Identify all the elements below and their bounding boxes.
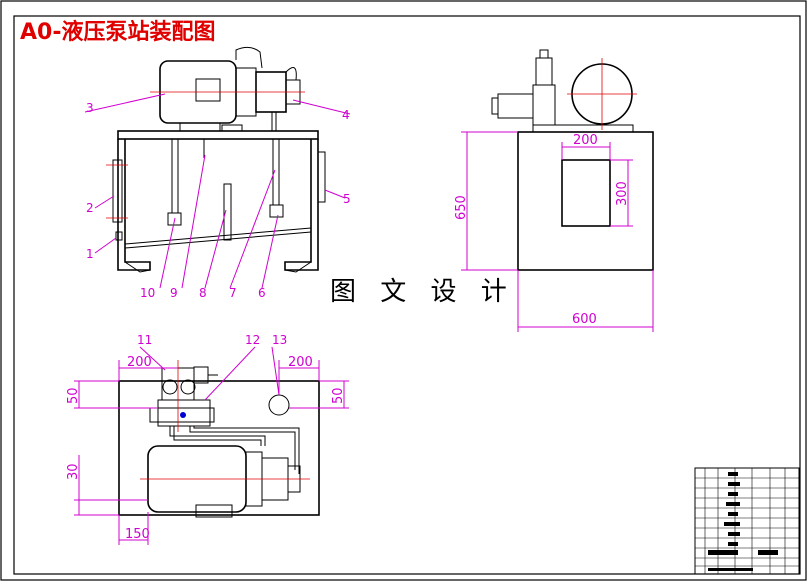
top-tank-outline: [118, 380, 320, 516]
top-valve-knob-left: [162, 379, 178, 395]
coupling-hatch: [221, 124, 243, 132]
title-block-grid: [695, 468, 799, 574]
top-dim-50-left-text: 50: [66, 387, 81, 404]
title-block-text-marks: [708, 472, 778, 571]
side-tank: [517, 131, 654, 271]
top-leaders: [139, 346, 280, 401]
baffle-plate: [223, 183, 232, 241]
part-label-4: 4: [342, 108, 350, 122]
part-label-9: 9: [170, 286, 178, 300]
tank-feet: [124, 261, 312, 273]
part-label-6: 6: [258, 286, 266, 300]
top-dim-30-text: 30: [66, 463, 81, 480]
part-label-8: 8: [199, 286, 207, 300]
watermark-text: 图 文 设 计: [330, 277, 515, 307]
part-label-13: 13: [272, 333, 287, 347]
front-leaders: [84, 93, 351, 289]
drawing-title: A0-液压泵站装配图: [20, 19, 215, 45]
top-dim-50-right-text: 50: [331, 387, 346, 404]
pump-hose: [285, 67, 297, 81]
top-pressure-pipe: [189, 426, 300, 474]
side-window: [561, 159, 611, 227]
side-view: 650 600 200 300: [454, 49, 654, 332]
top-directional-valve: [149, 407, 215, 423]
motor-cable: [235, 46, 263, 69]
side-valve-cap: [539, 49, 549, 59]
side-valve-top: [535, 57, 553, 86]
side-valve-block: [532, 84, 556, 126]
dim-650-text: 650: [454, 195, 469, 220]
top-dim-200-left-text: 200: [127, 355, 152, 370]
top-motor-base: [195, 504, 233, 518]
top-dim-200-right-text: 200: [288, 355, 313, 370]
tank-bottom-sloped: [124, 227, 312, 245]
part-label-12: 12: [245, 333, 260, 347]
suction-filter-left: [167, 212, 182, 226]
top-filler-cap: [268, 394, 290, 416]
top-valve-port: [180, 412, 186, 418]
inner-border: [13, 15, 801, 575]
top-valve-knob-right: [180, 379, 196, 395]
front-view: 3 4 5 2 1 10 9 8 7 6: [84, 46, 351, 300]
top-return-pipe: [169, 426, 266, 446]
top-dim-150-text: 150: [125, 527, 150, 542]
title-block: [694, 467, 800, 575]
part-label-1: 1: [86, 247, 94, 261]
tank-walls: [117, 139, 319, 271]
side-pump: [497, 93, 534, 119]
side-cover: [317, 151, 326, 203]
side-top-plate: [532, 124, 634, 133]
tank-top-plate: [117, 130, 319, 140]
return-filter-right: [269, 204, 284, 218]
part-label-5: 5: [343, 192, 351, 206]
part-label-7: 7: [229, 286, 237, 300]
part-label-2: 2: [86, 201, 94, 215]
part-label-3: 3: [86, 101, 94, 115]
part-label-11: 11: [137, 333, 152, 347]
drain-plug: [115, 231, 123, 241]
motor-terminal-box: [195, 78, 221, 102]
title-block-frame: [694, 467, 800, 575]
side-pump-end: [491, 97, 499, 115]
part-label-10: 10: [140, 286, 155, 300]
dim-200-window-text: 200: [573, 133, 598, 148]
motor-mount: [179, 122, 221, 132]
top-view: 200 200 50 50 30 150 11 12 13: [66, 333, 349, 545]
dim-300-text: 300: [615, 181, 630, 206]
level-gauge: [112, 159, 123, 223]
dim-600-text: 600: [572, 312, 597, 327]
